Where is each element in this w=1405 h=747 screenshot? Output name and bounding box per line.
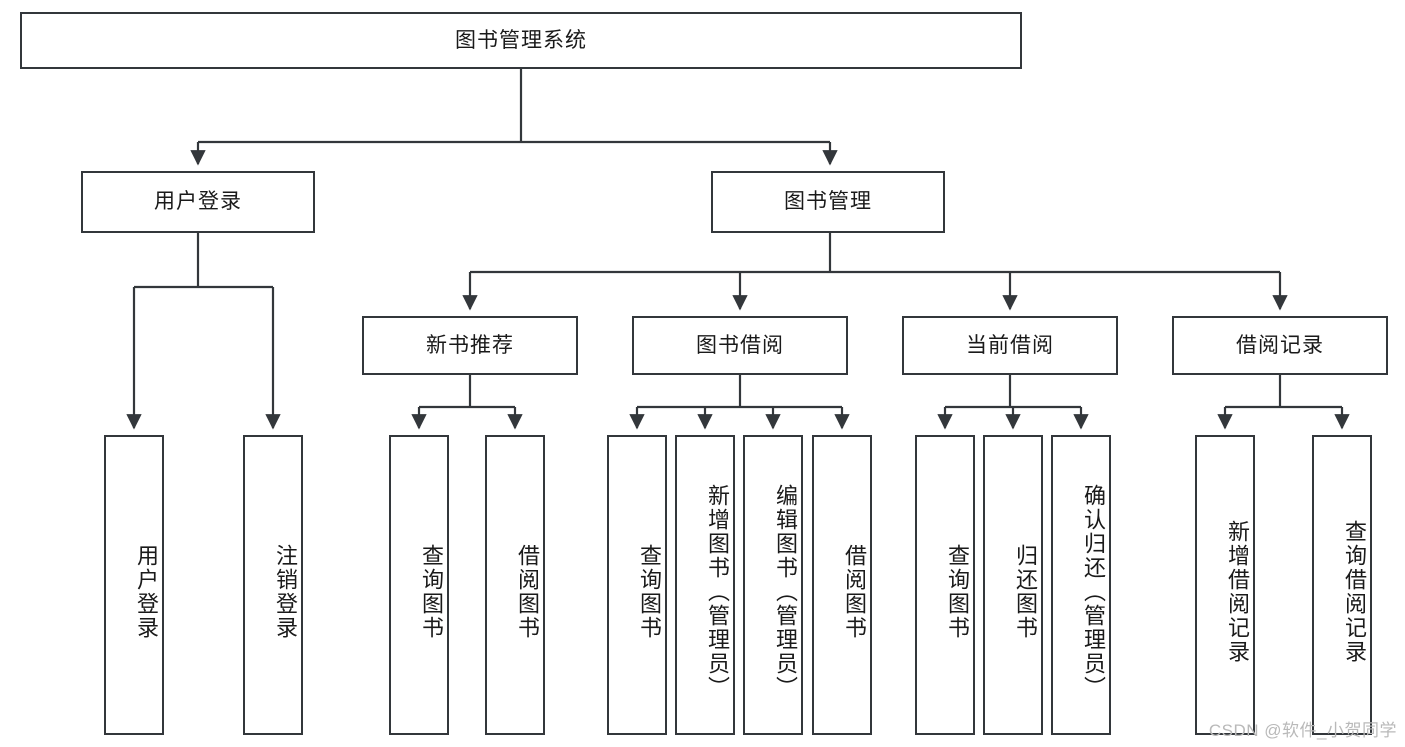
node-leaf-return-book-label: 归还图书: [1013, 544, 1038, 640]
node-leaf-query-book-3[interactable]: 查询图书: [915, 435, 975, 735]
node-leaf-confirm-return[interactable]: 确认归还（管理员）: [1051, 435, 1111, 735]
node-user-login[interactable]: 用户登录: [81, 171, 315, 233]
node-leaf-add-record-label: 新增借阅记录: [1225, 520, 1250, 664]
node-leaf-logout-label: 注销登录: [273, 544, 298, 640]
node-leaf-user-login-label: 用户登录: [134, 544, 159, 640]
node-book-borrow-label: 图书借阅: [696, 333, 784, 357]
node-leaf-borrow-book-1-label: 借阅图书: [515, 544, 540, 640]
node-leaf-edit-book[interactable]: 编辑图书（管理员）: [743, 435, 803, 735]
node-root-label: 图书管理系统: [455, 28, 587, 52]
node-borrow-record[interactable]: 借阅记录: [1172, 316, 1388, 375]
node-leaf-return-book[interactable]: 归还图书: [983, 435, 1043, 735]
node-leaf-confirm-return-label: 确认归还（管理员）: [1081, 484, 1106, 700]
node-new-book-rec-label: 新书推荐: [426, 333, 514, 357]
node-leaf-query-book-1[interactable]: 查询图书: [389, 435, 449, 735]
csdn-watermark: CSDN @软件_小贺同学: [1208, 721, 1397, 740]
node-leaf-borrow-book-1[interactable]: 借阅图书: [485, 435, 545, 735]
node-leaf-user-login[interactable]: 用户登录: [104, 435, 164, 735]
node-leaf-add-book[interactable]: 新增图书（管理员）: [675, 435, 735, 735]
node-root[interactable]: 图书管理系统: [20, 12, 1022, 69]
node-current-borrow[interactable]: 当前借阅: [902, 316, 1118, 375]
node-book-manage[interactable]: 图书管理: [711, 171, 945, 233]
node-current-borrow-label: 当前借阅: [966, 333, 1054, 357]
node-leaf-query-book-2-label: 查询图书: [637, 544, 662, 640]
node-user-login-label: 用户登录: [154, 190, 242, 214]
node-leaf-logout[interactable]: 注销登录: [243, 435, 303, 735]
node-book-manage-label: 图书管理: [784, 190, 872, 214]
node-leaf-query-record-label: 查询借阅记录: [1342, 520, 1367, 664]
node-leaf-borrow-book-2-label: 借阅图书: [842, 544, 867, 640]
node-leaf-query-book-1-label: 查询图书: [419, 544, 444, 640]
node-leaf-query-record[interactable]: 查询借阅记录: [1312, 435, 1372, 735]
node-leaf-add-record[interactable]: 新增借阅记录: [1195, 435, 1255, 735]
node-leaf-borrow-book-2[interactable]: 借阅图书: [812, 435, 872, 735]
node-leaf-add-book-label: 新增图书（管理员）: [705, 484, 730, 700]
node-new-book-rec[interactable]: 新书推荐: [362, 316, 578, 375]
node-borrow-record-label: 借阅记录: [1236, 333, 1324, 357]
node-leaf-query-book-3-label: 查询图书: [945, 544, 970, 640]
node-leaf-query-book-2[interactable]: 查询图书: [607, 435, 667, 735]
node-leaf-edit-book-label: 编辑图书（管理员）: [773, 484, 798, 700]
node-book-borrow[interactable]: 图书借阅: [632, 316, 848, 375]
